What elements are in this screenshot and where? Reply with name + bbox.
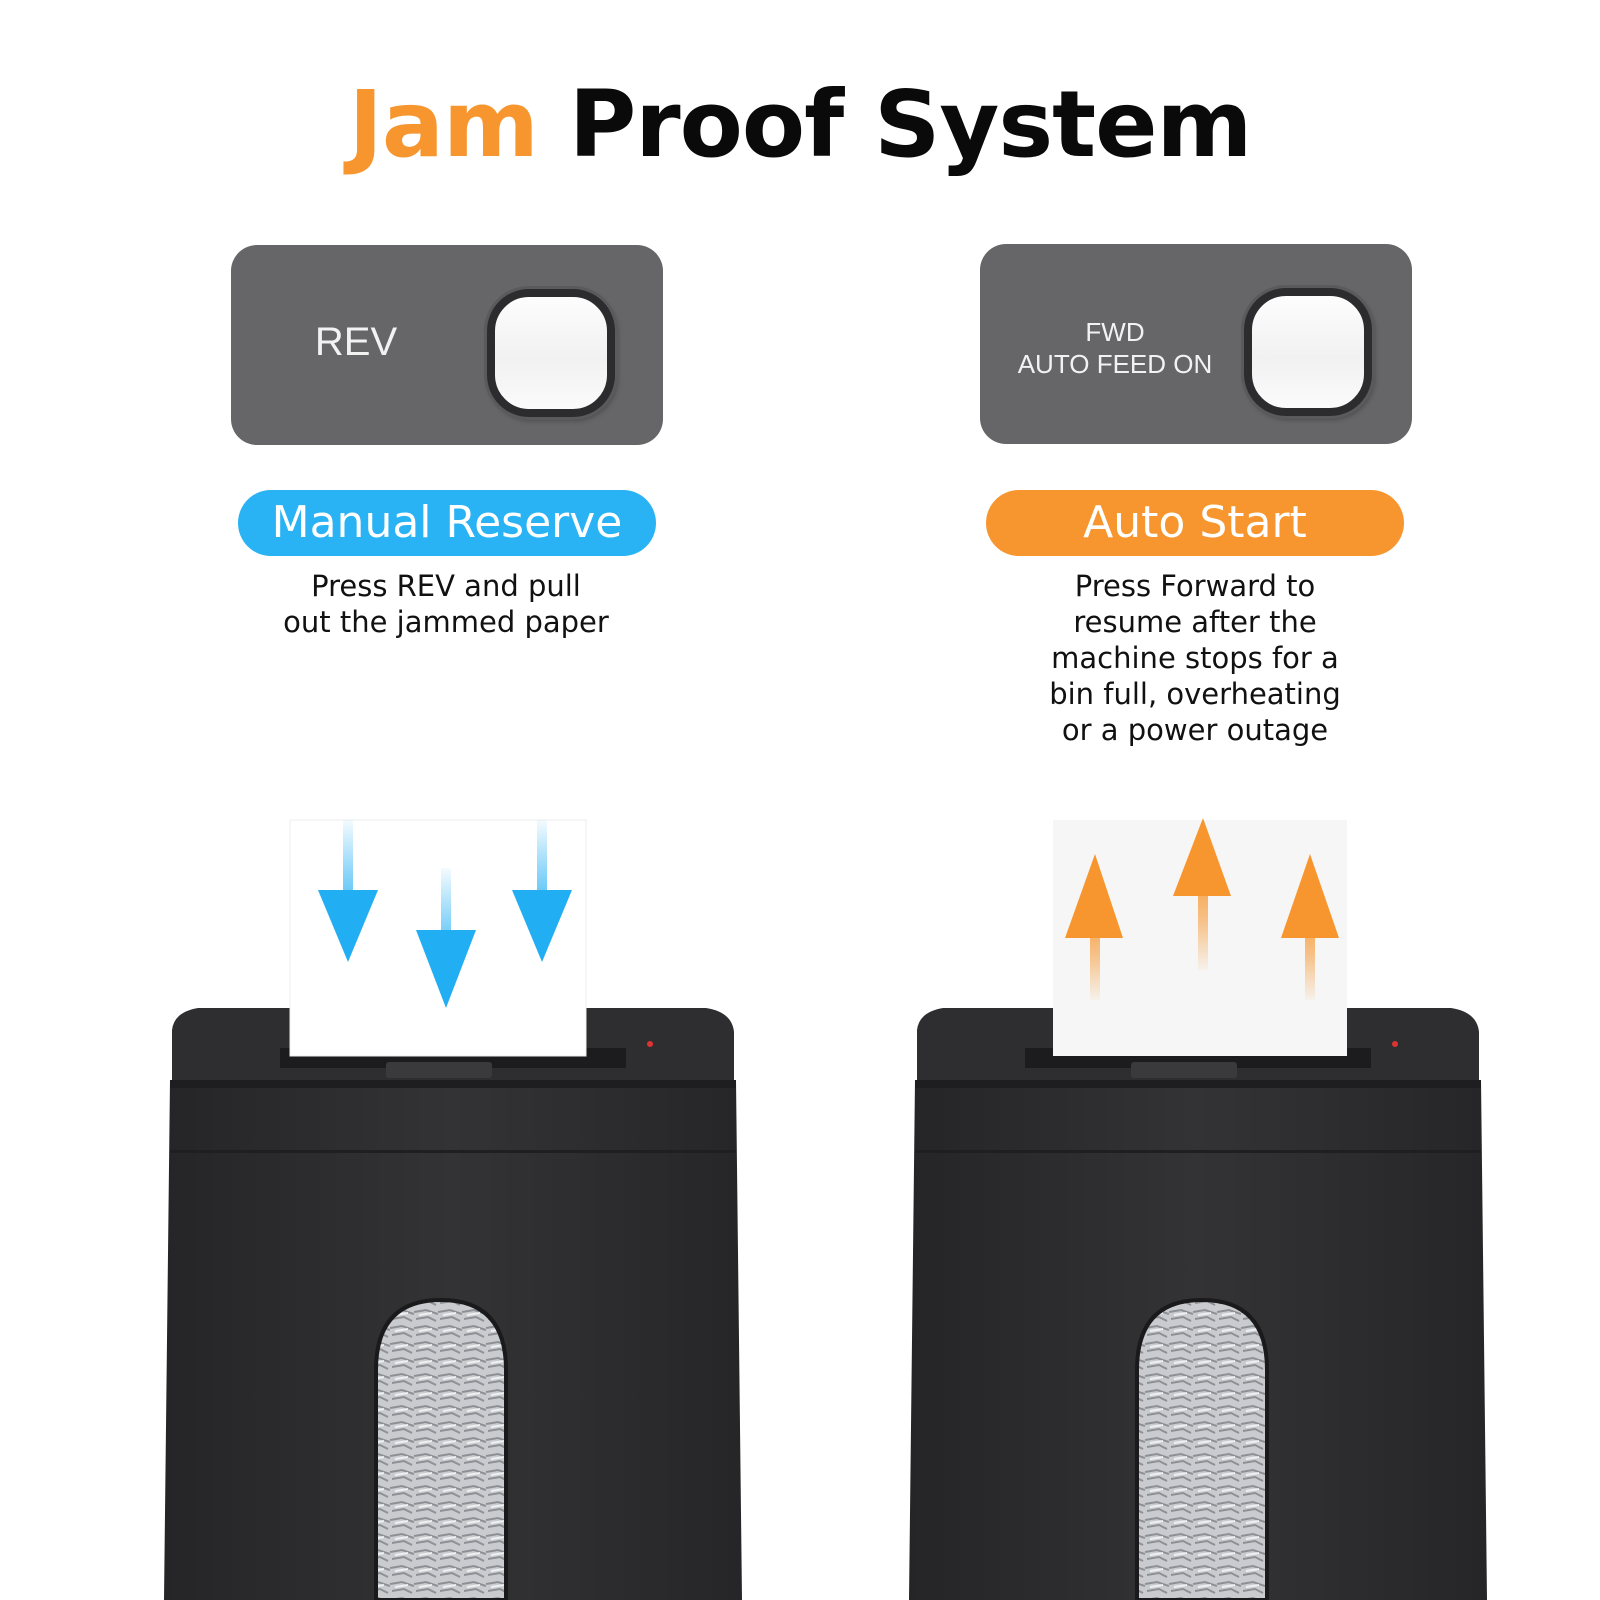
auto-start-description: Press Forward to resume after the machin… — [995, 568, 1395, 748]
rev-panel-label: REV — [314, 320, 398, 364]
arrow-down-icon — [318, 820, 378, 962]
auto-start-badge: Auto Start — [986, 490, 1404, 556]
fwd-panel-label: FWD AUTO FEED ON — [1010, 316, 1220, 380]
auto-desc-line-2: resume after the — [1073, 605, 1317, 639]
right-shredder-illustration — [909, 818, 1487, 1600]
manual-desc-line-1: Press REV and pull — [311, 569, 581, 603]
auto-desc-line-4: bin full, overheating — [1049, 677, 1341, 711]
fwd-button[interactable] — [1244, 288, 1372, 416]
manual-reserve-description: Press REV and pull out the jammed paper — [246, 568, 646, 640]
fwd-control-panel: FWD AUTO FEED ON — [980, 244, 1412, 444]
auto-desc-line-1: Press Forward to — [1074, 569, 1316, 603]
rev-button[interactable] — [487, 289, 615, 417]
fwd-panel-label-line1: FWD — [1085, 317, 1145, 347]
arrow-up-icon — [1173, 818, 1231, 970]
auto-desc-line-3: machine stops for a — [1051, 641, 1339, 675]
auto-desc-line-5: or a power outage — [1061, 713, 1329, 747]
arrow-down-icon — [512, 820, 572, 962]
arrow-up-icon — [1065, 854, 1123, 1000]
fwd-panel-label-line2: AUTO FEED ON — [1017, 349, 1213, 379]
title-rest: Proof System — [568, 71, 1252, 178]
arrow-up-icon — [1281, 854, 1339, 1000]
arrow-down-icon — [416, 868, 476, 1008]
title-accent-word: Jam — [348, 71, 539, 178]
left-shredder-illustration — [164, 819, 742, 1600]
manual-reserve-badge: Manual Reserve — [238, 490, 656, 556]
rev-control-panel: REV — [231, 245, 663, 445]
page-title: Jam Proof System — [0, 70, 1600, 180]
manual-desc-line-2: out the jammed paper — [283, 605, 609, 639]
